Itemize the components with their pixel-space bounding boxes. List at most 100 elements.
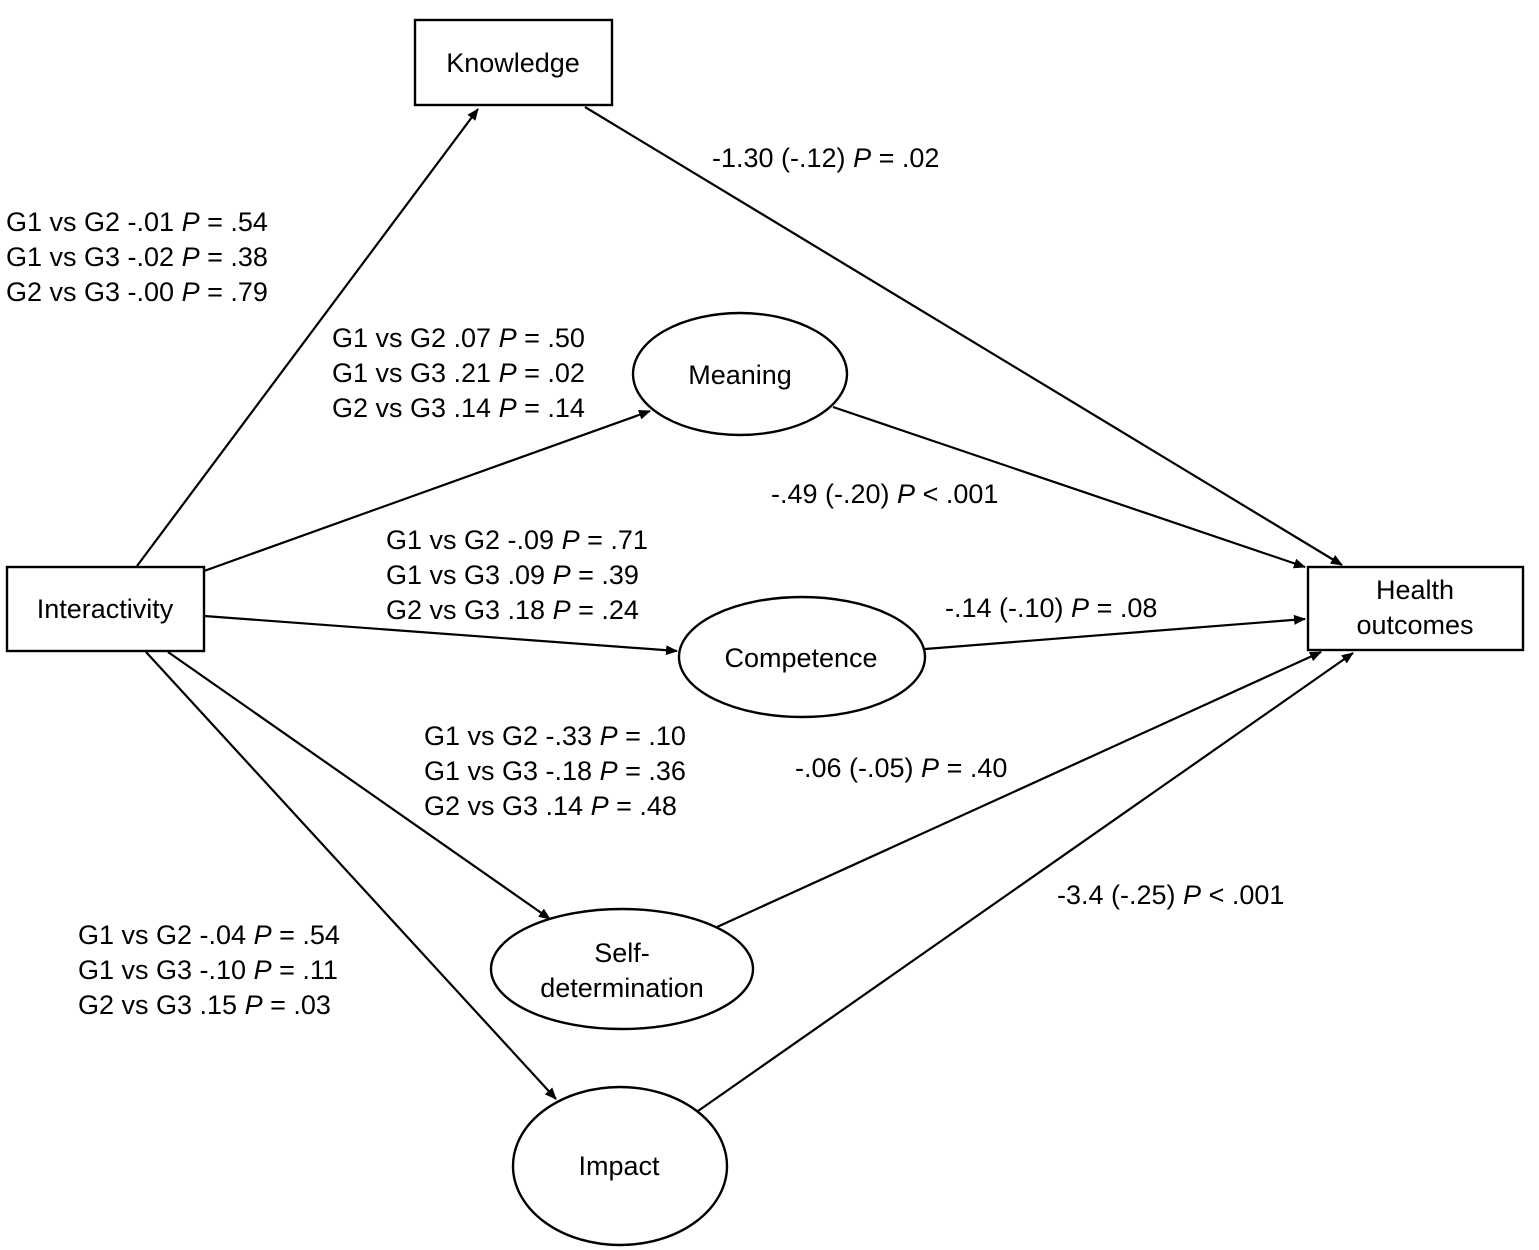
p-symbol: P: [254, 920, 272, 950]
p-symbol: P: [254, 955, 272, 985]
path-coefficient: -.14 (-.10): [945, 593, 1071, 623]
p-symbol: P: [182, 242, 200, 272]
p-symbol: P: [600, 721, 618, 751]
path-coefficient: -3.4 (-.25): [1057, 880, 1183, 910]
p-symbol: P: [245, 990, 263, 1020]
node-competence-label: Competence: [724, 643, 877, 673]
comparison-coefficient: G1 vs G2 -.09: [386, 525, 562, 555]
p-value: = .48: [609, 791, 677, 821]
edge-meaning-health-outcomes: [832, 405, 1306, 569]
node-meaning-ellipse: [631, 311, 849, 437]
edge-knowledge-health-outcomes: [584, 106, 1343, 566]
node-competence: Competence: [677, 595, 927, 719]
group-comparisons-knowledge: G1 vs G2 -.01 P = .54 G1 vs G3 -.02 P = .…: [6, 207, 268, 307]
path-coef-competence: -.14 (-.10) P = .08: [945, 593, 1157, 623]
group-comparison-line: G2 vs G3 -.00 P = .79: [6, 277, 268, 307]
node-health-outcomes-label-line1: Health: [1376, 575, 1454, 605]
group-comparisons-competence: G1 vs G2 -.09 P = .71 G1 vs G3 .09 P = .3…: [386, 525, 648, 625]
p-symbol: P: [553, 560, 571, 590]
node-self-determination: Self- determination: [489, 907, 755, 1031]
node-knowledge: Knowledge: [413, 18, 614, 107]
p-value: = .02: [517, 358, 585, 388]
p-symbol: P: [1183, 880, 1201, 910]
p-value: = .03: [263, 990, 331, 1020]
p-symbol: P: [921, 753, 939, 783]
p-symbol: P: [897, 479, 915, 509]
p-symbol: P: [182, 277, 200, 307]
p-value: = .11: [272, 955, 338, 985]
node-self-determination-label-line2: determination: [540, 973, 704, 1003]
p-value: = .79: [200, 277, 268, 307]
group-comparison-line: G2 vs G3 .14 P = .48: [424, 791, 677, 821]
group-comparison-line: G2 vs G3 .15 P = .03: [78, 990, 331, 1020]
p-value: = .02: [871, 143, 939, 173]
path-coefficient-line: -3.4 (-.25) P < .001: [1057, 880, 1284, 910]
edges: [136, 106, 1354, 1112]
p-symbol: P: [1071, 593, 1089, 623]
p-value: = .08: [1089, 593, 1157, 623]
p-symbol: P: [499, 358, 517, 388]
comparison-coefficient: G1 vs G3 -.10: [78, 955, 254, 985]
comparison-coefficient: G1 vs G3 -.18: [424, 756, 600, 786]
edge-impact-health-outcomes: [697, 652, 1354, 1112]
edge-interactivity-knowledge: [136, 108, 479, 567]
path-coefficient-line: -1.30 (-.12) P = .02: [712, 143, 939, 173]
p-symbol: P: [562, 525, 580, 555]
group-comparison-line: G1 vs G2 -.33 P = .10: [424, 721, 686, 751]
p-symbol: P: [553, 595, 571, 625]
node-health-outcomes-box: [1306, 565, 1525, 652]
p-value: = .14: [517, 393, 585, 423]
p-symbol: P: [499, 393, 517, 423]
path-coefficient-line: -.49 (-.20) P < .001: [771, 479, 998, 509]
comparison-coefficient: G1 vs G2 -.33: [424, 721, 600, 751]
p-value: = .38: [200, 242, 268, 272]
p-value: = .36: [618, 756, 686, 786]
node-interactivity: Interactivity: [5, 565, 206, 653]
comparison-coefficient: G1 vs G3 -.02: [6, 242, 182, 272]
node-impact-label: Impact: [578, 1151, 660, 1181]
group-comparison-line: G1 vs G3 .21 P = .02: [332, 358, 585, 388]
group-comparison-line: G1 vs G3 -.10 P = .11: [78, 955, 338, 985]
node-self-determination-label-line1: Self-: [594, 938, 650, 968]
p-symbol: P: [600, 756, 618, 786]
comparison-coefficient: G2 vs G3 .14: [424, 791, 591, 821]
node-health-outcomes: Health outcomes: [1306, 565, 1525, 652]
p-symbol: P: [499, 323, 517, 353]
edge-competence-health-outcomes: [924, 614, 1306, 651]
comparison-coefficient: G1 vs G2 -.01: [6, 207, 182, 237]
comparison-coefficient: G1 vs G3 .09: [386, 560, 553, 590]
node-meaning: Meaning: [631, 311, 849, 437]
path-coefficient: -.49 (-.20): [771, 479, 897, 509]
group-comparison-line: G1 vs G2 -.09 P = .71: [386, 525, 648, 555]
path-coef-impact: -3.4 (-.25) P < .001: [1057, 880, 1284, 910]
node-impact: Impact: [511, 1085, 729, 1247]
p-symbol: P: [853, 143, 871, 173]
path-coefficient: -1.30 (-.12): [712, 143, 853, 173]
edge-interactivity-meaning: [203, 409, 651, 573]
p-value: < .001: [915, 479, 998, 509]
group-comparison-line: G1 vs G2 -.04 P = .54: [78, 920, 340, 950]
comparison-coefficient: G2 vs G3 .14: [332, 393, 499, 423]
p-value: = .24: [571, 595, 639, 625]
node-health-outcomes-label-line2: outcomes: [1356, 610, 1473, 640]
p-value: = .39: [571, 560, 639, 590]
group-comparison-line: G1 vs G3 .09 P = .39: [386, 560, 639, 590]
node-knowledge-label: Knowledge: [446, 48, 580, 78]
node-knowledge-box: [413, 18, 614, 107]
group-comparison-line: G1 vs G2 -.01 P = .54: [6, 207, 268, 237]
path-coef-self-determination: -.06 (-.05) P = .40: [795, 753, 1007, 783]
edge-interactivity-competence: [203, 614, 678, 656]
p-value: = .71: [580, 525, 648, 555]
group-comparisons-self-determination: G1 vs G2 -.33 P = .10 G1 vs G3 -.18 P = .…: [424, 721, 686, 821]
p-value: = .54: [272, 920, 340, 950]
node-meaning-label: Meaning: [688, 360, 792, 390]
p-value: < .001: [1201, 880, 1284, 910]
node-interactivity-box: [5, 565, 206, 653]
comparison-coefficient: G2 vs G3 .15: [78, 990, 245, 1020]
edge-interactivity-self-determination: [167, 651, 551, 920]
p-value: = .40: [939, 753, 1007, 783]
node-competence-ellipse: [677, 595, 927, 719]
p-symbol: P: [182, 207, 200, 237]
group-comparison-line: G1 vs G2 .07 P = .50: [332, 323, 585, 353]
